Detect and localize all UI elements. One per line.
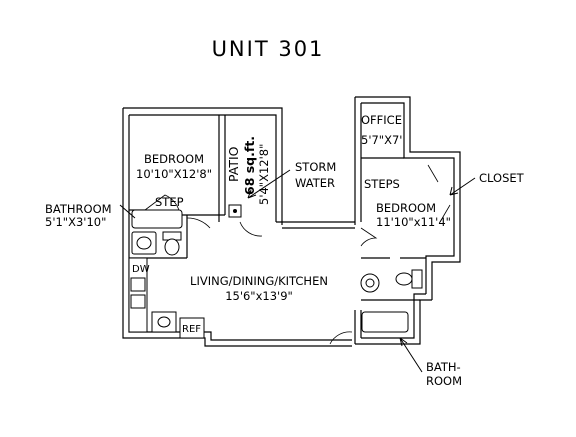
bath2-line2: ROOM	[426, 374, 462, 388]
closet-label: CLOSET	[479, 171, 525, 185]
dishwasher-label: DW	[132, 264, 150, 275]
bedroom2-dims: 11'10"x11'4"	[376, 215, 451, 229]
stove	[130, 277, 146, 292]
living-name: LIVING/DINING/KITCHEN	[190, 274, 328, 288]
door-entry	[329, 331, 353, 345]
wall-left	[122, 108, 150, 339]
wall-right-unit	[355, 96, 461, 300]
wall-top-left	[123, 107, 283, 225]
bedroom1-name: BEDROOM	[144, 152, 204, 166]
wall-bath	[355, 299, 432, 345]
door-storm	[239, 221, 263, 237]
storm-water-line1: STORM	[295, 160, 336, 174]
door-closet-2	[439, 204, 451, 223]
wall-bottom	[150, 337, 352, 347]
storm-water-line2: WATER	[295, 176, 335, 190]
leader-storm-water	[247, 169, 291, 199]
steps-label: STEPS	[364, 177, 400, 191]
leader-closet	[449, 177, 476, 196]
refrigerator	[179, 317, 205, 339]
door-bedroom2	[360, 227, 378, 247]
bedroom2-name: BEDROOM	[376, 201, 436, 215]
office-dims: 5'7"X7'	[361, 133, 402, 147]
leader-bath	[399, 337, 423, 373]
bathroom1-dims: 5'1"X3'10"	[45, 215, 106, 229]
shower	[131, 209, 183, 229]
patio-area: 68 sq.ft.	[242, 136, 257, 195]
leader-bathroom	[119, 204, 136, 219]
door-closet-1	[427, 164, 439, 183]
door-patio	[186, 217, 211, 229]
bedroom1-dims: 10'10"X12'8"	[136, 167, 212, 181]
tub	[361, 311, 409, 333]
bathroom1-name: BATHROOM	[45, 202, 112, 216]
living-dims: 15'6"x13'9"	[225, 289, 293, 303]
patio-label-group: PATIO	[226, 146, 241, 182]
toilet-bath2	[411, 269, 423, 289]
refrigerator-label: REF	[182, 324, 201, 335]
patio-name: PATIO	[226, 146, 241, 182]
unit-title: UNIT 301	[212, 37, 325, 61]
bath2-line1: BATH-	[426, 360, 461, 374]
office-name: OFFICE	[361, 113, 402, 127]
patio-dims: 5'4"X12'8"	[257, 144, 271, 205]
step-label: STEP	[155, 195, 184, 209]
